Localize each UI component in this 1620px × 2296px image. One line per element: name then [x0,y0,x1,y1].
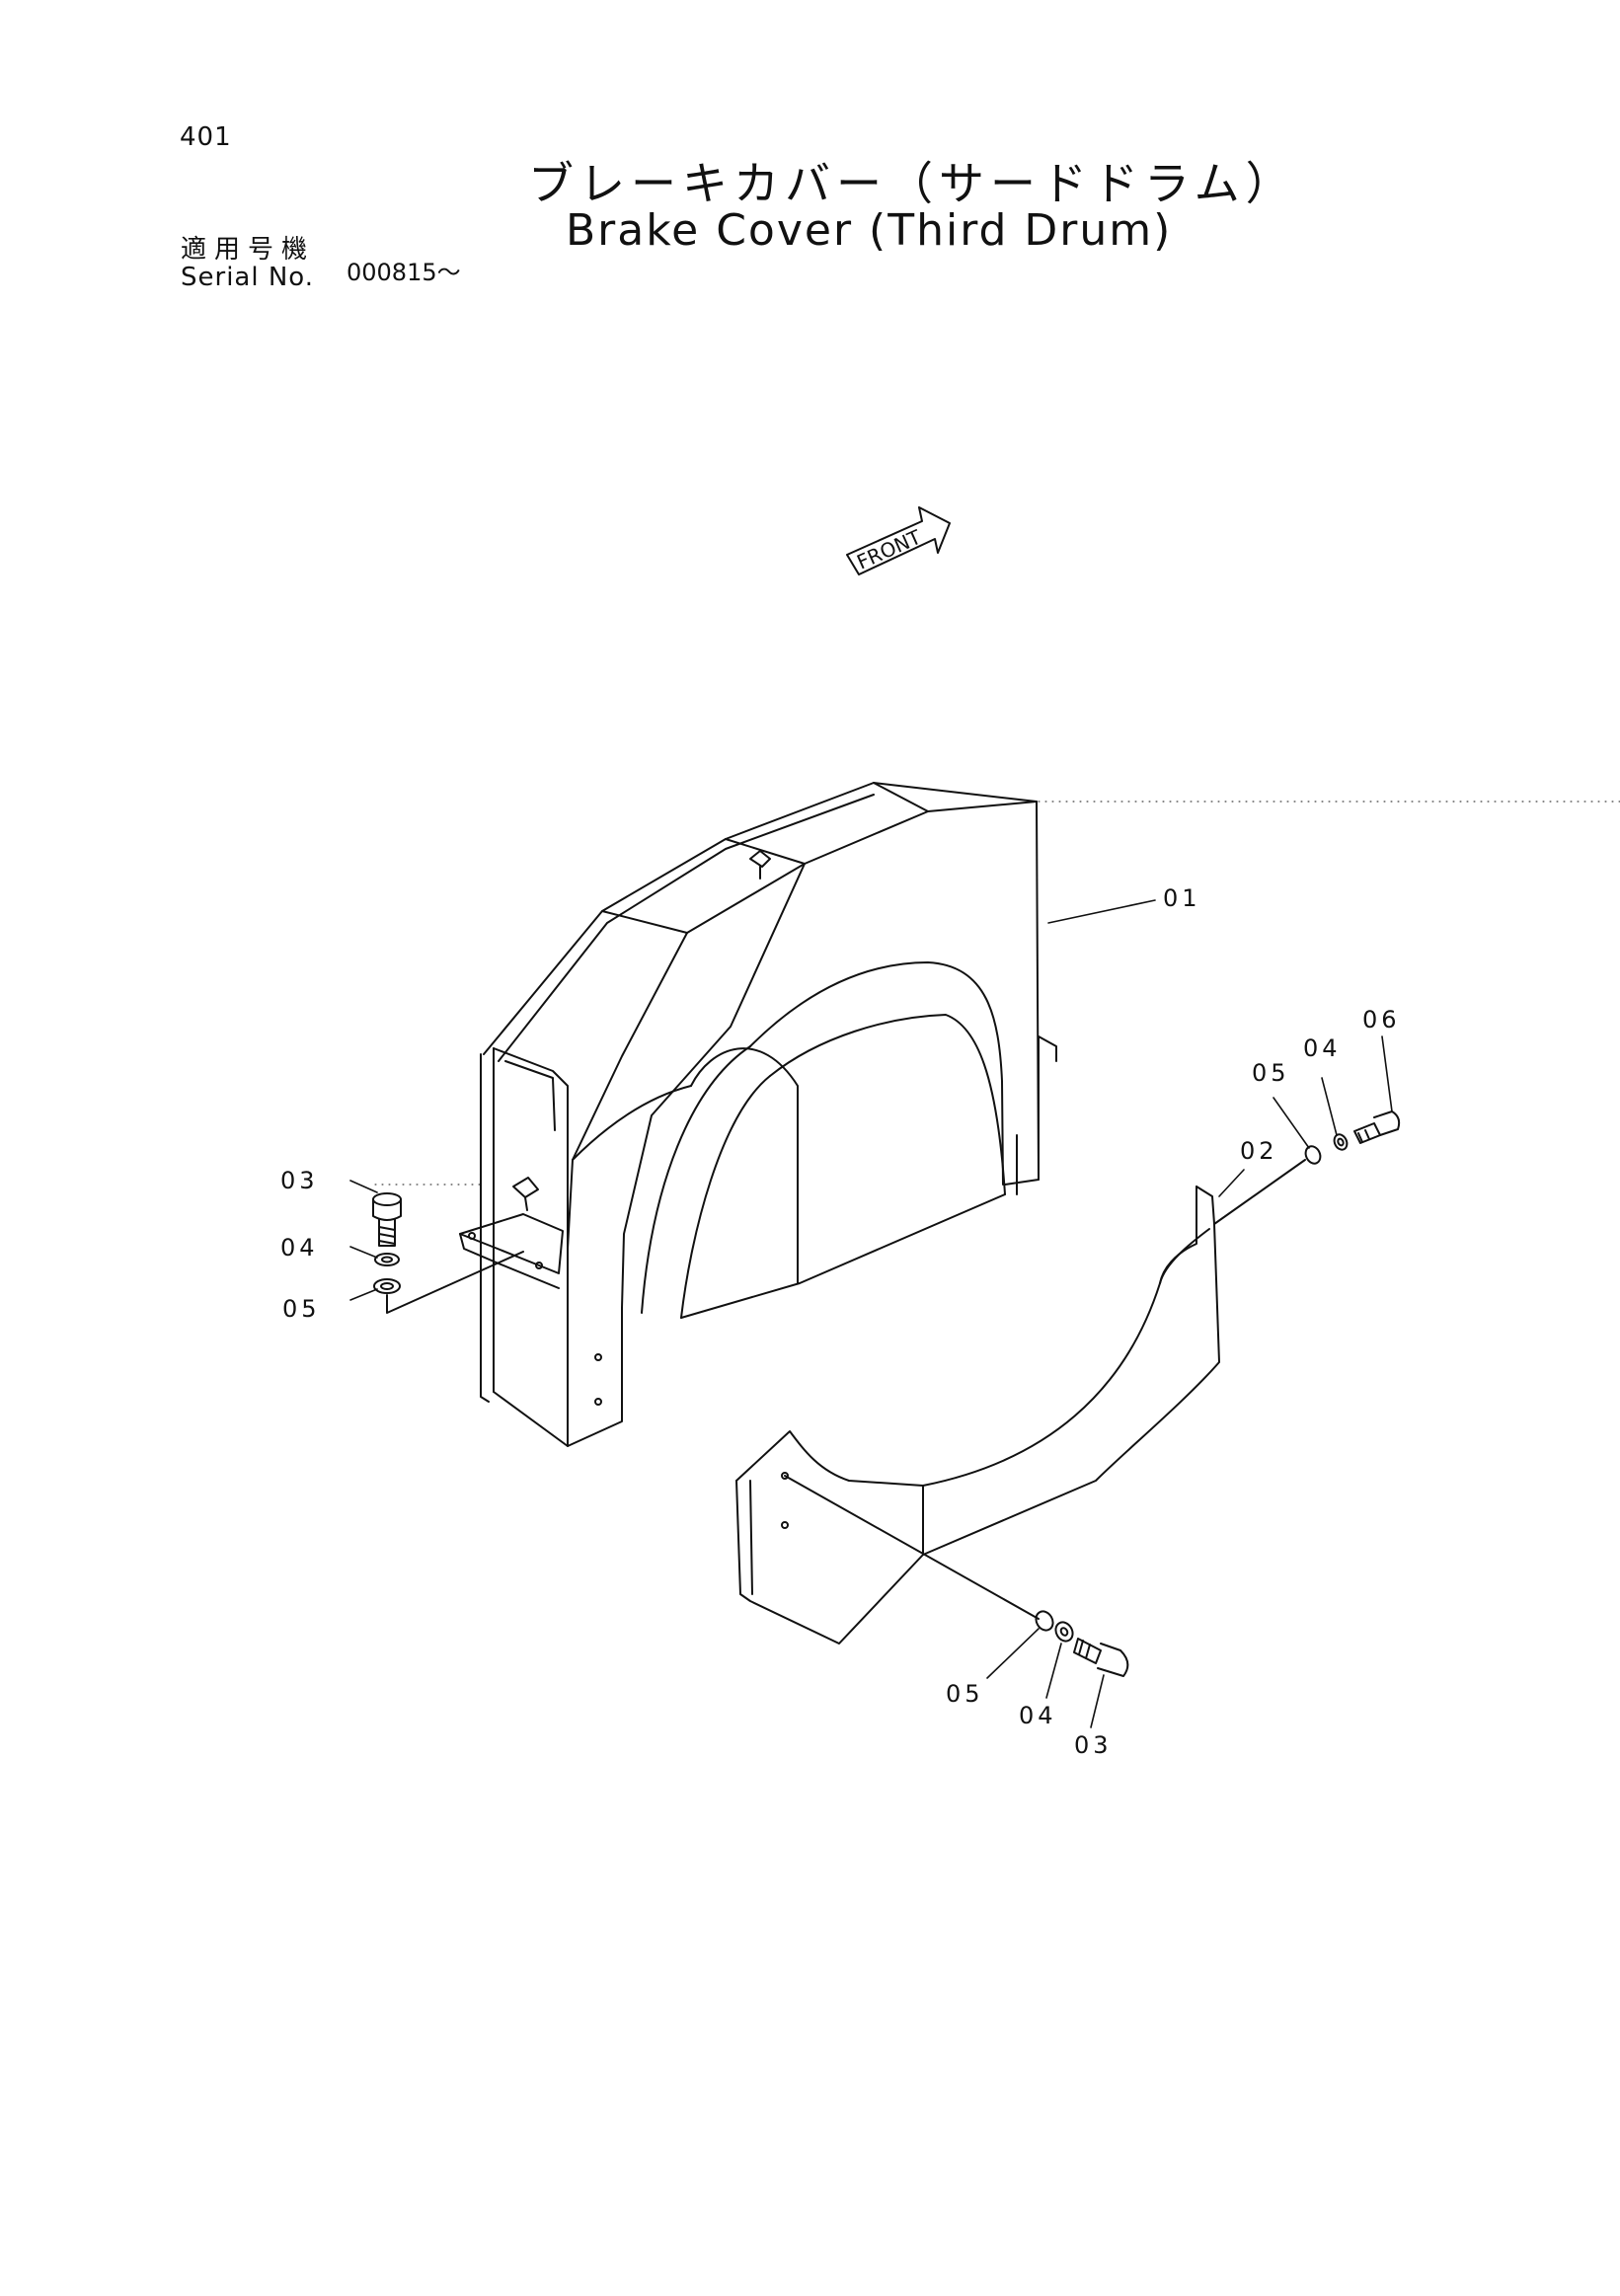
lower-cover-part-02 [736,1186,1219,1644]
serial-label-english: Serial No. [181,263,314,292]
left-fastener-stack [373,1193,523,1313]
serial-label-japanese: 適用号機 [181,235,316,265]
callout-05-right-top: 05 [1252,1059,1290,1087]
bottom-fastener-stack [785,1476,1127,1676]
callout-04-bottom: 04 [1019,1702,1057,1729]
callout-03-left: 03 [280,1167,319,1194]
brake-cover-part-01 [460,783,1056,1446]
callout-02: 02 [1240,1137,1278,1165]
callout-06: 06 [1362,1006,1401,1033]
callout-05-bottom: 05 [946,1680,984,1708]
callout-01: 01 [1163,884,1201,912]
leader-lines [350,900,1392,1727]
front-tag-label: FRONT [853,525,925,574]
front-arrow-tag: FRONT [847,507,950,574]
serial-value: 000815～ [347,259,461,286]
title-english: Brake Cover (Third Drum) [566,205,1173,256]
callout-05-left: 05 [282,1295,321,1323]
right-top-fastener-stack [1214,1111,1399,1224]
page-number: 401 [180,122,232,152]
callout-04-right-top: 04 [1303,1034,1342,1062]
callout-04-left: 04 [280,1234,319,1262]
title-japanese: ブレーキカバー（サードドラム） [528,157,1297,210]
callout-03-bottom: 03 [1074,1731,1113,1759]
